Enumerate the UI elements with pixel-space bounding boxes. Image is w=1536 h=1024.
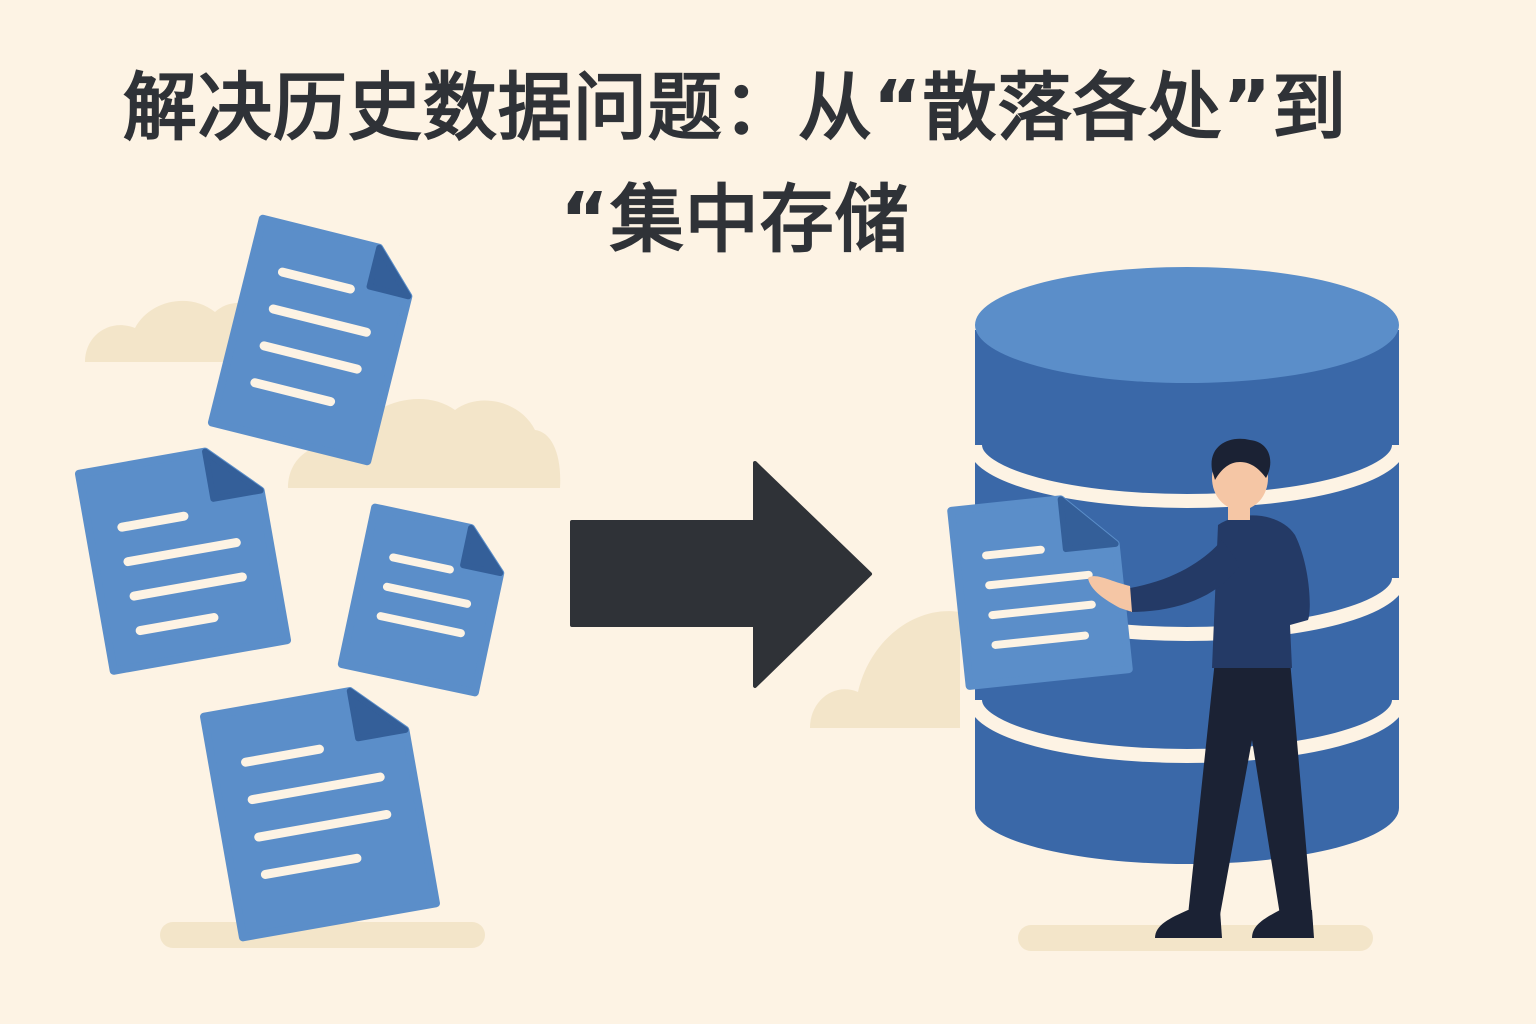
document-icon xyxy=(200,687,440,942)
cloud-icon xyxy=(288,399,561,488)
document-icon xyxy=(337,503,505,697)
cloud-icon xyxy=(810,611,960,728)
document-icon xyxy=(207,214,413,466)
person-icon xyxy=(1088,438,1314,938)
page-title: 解决历史数据问题：从“散落各处”到 “集中存储 xyxy=(0,52,1470,276)
cloud-icon xyxy=(85,300,258,362)
title-line-2: “集中存储 xyxy=(560,177,910,263)
arrow-right-icon xyxy=(570,461,872,688)
document-icon xyxy=(74,447,292,675)
title-line-1: 解决历史数据问题：从“散落各处”到 xyxy=(122,65,1348,151)
